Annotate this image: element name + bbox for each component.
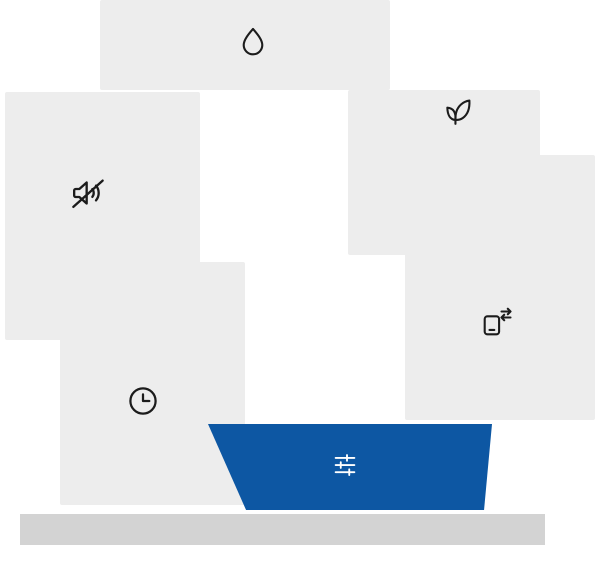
panel-water [100,0,390,90]
panel-clock [60,262,245,505]
clock-svg [129,387,157,415]
clock-icon [125,383,161,419]
panel-device [405,155,595,420]
leaf-svg [446,99,471,125]
water-drop-icon [235,24,271,60]
device-swap-svg [483,307,512,336]
leaf-icon [440,94,476,130]
water-drop-svg [242,27,264,56]
settings-funnel [208,424,492,510]
device-swap-icon [479,304,515,340]
speaker-mute-icon [68,173,108,213]
sliders-icon [330,450,360,480]
speaker-mute-svg [72,179,104,208]
base-bar [20,514,545,545]
sliders-svg [334,454,356,476]
